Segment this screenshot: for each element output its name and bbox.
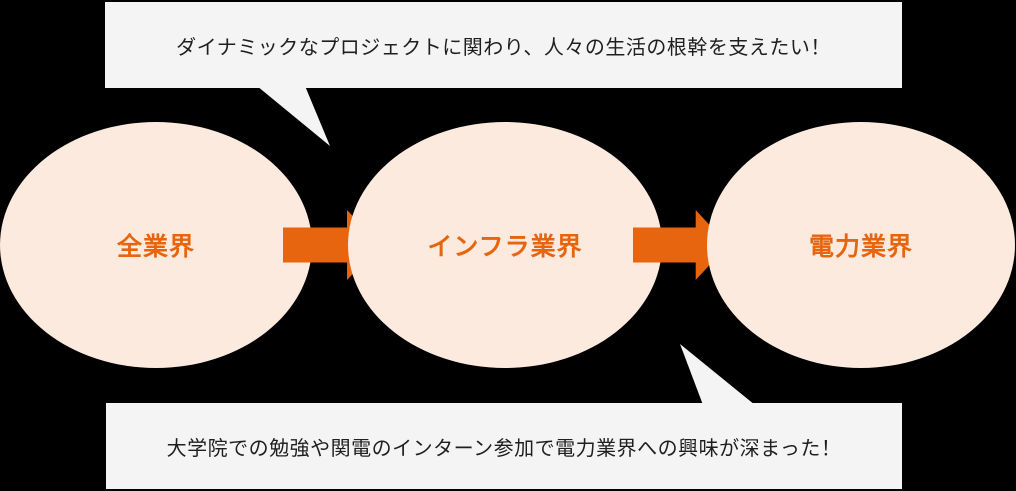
top-speech-bubble-text: ダイナミックなプロジェクトに関わり、人々の生活の根幹を支えたい！ — [176, 36, 831, 59]
step-ellipse-all-industries: 全業界 — [0, 122, 312, 368]
bottom-speech-bubble-tail — [680, 344, 755, 405]
step-ellipse-electric-power-industry: 電力業界 — [707, 122, 1015, 368]
top-speech-bubble: ダイナミックなプロジェクトに関わり、人々の生活の根幹を支えたい！ — [105, 2, 902, 88]
step-ellipse-infrastructure-industry: インフラ業界 — [348, 122, 662, 368]
step-label: 全業界 — [116, 233, 195, 261]
step-label: インフラ業界 — [427, 233, 583, 261]
top-speech-bubble-tail — [257, 86, 330, 146]
step-label: 電力業界 — [808, 233, 913, 261]
bottom-speech-bubble-text: 大学院での勉強や関電のインターン参加で電力業界への興味が深まった！ — [166, 437, 842, 460]
bottom-speech-bubble: 大学院での勉強や関電のインターン参加で電力業界への興味が深まった！ — [106, 403, 902, 489]
